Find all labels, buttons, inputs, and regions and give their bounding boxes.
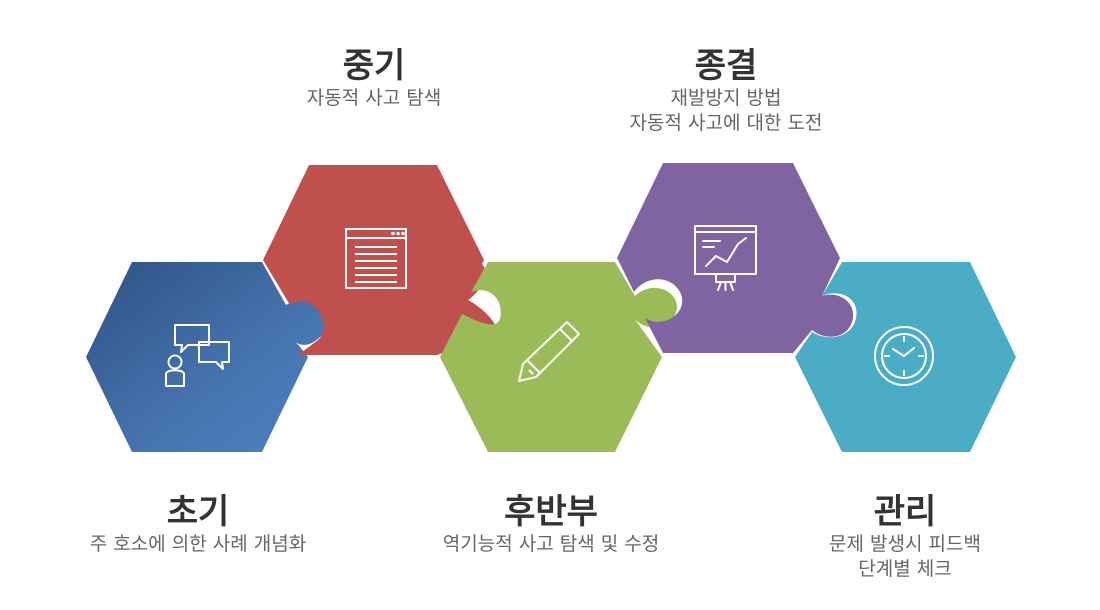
stage-desc: 역기능적 사고 탐색 및 수정 bbox=[442, 533, 660, 555]
stage-desc: 단계별 체크 bbox=[858, 558, 952, 580]
stage-title: 관리 bbox=[873, 492, 937, 532]
stage-label-junggi: 중기 자동적 사고 탐색 bbox=[307, 46, 441, 111]
stage-desc: 주 호소에 의한 사례 개념화 bbox=[89, 533, 307, 555]
stage-hexagon-jonggyeol bbox=[617, 163, 854, 353]
stage-label-hubanbu: 후반부 역기능적 사고 탐색 및 수정 bbox=[443, 492, 659, 557]
pencil-icon bbox=[518, 321, 580, 382]
stage-desc: 자동적 사고에 대한 도전 bbox=[629, 112, 823, 134]
stage-desc: 문제 발생시 피드백 bbox=[829, 533, 981, 555]
stage-desc: 재발방지 방법 bbox=[670, 87, 782, 109]
stage-label-gwalli: 관리 문제 발생시 피드백 단계별 체크 bbox=[829, 492, 981, 582]
stage-title: 종결 bbox=[694, 46, 758, 86]
chat-people-icon bbox=[165, 324, 230, 387]
stage-title: 중기 bbox=[342, 46, 406, 86]
stage-hexagon-hubanbu bbox=[440, 262, 677, 452]
presentation-chart-icon bbox=[694, 225, 757, 291]
stage-desc: 자동적 사고 탐색 bbox=[306, 87, 442, 109]
document-icon bbox=[345, 228, 407, 289]
clock-icon bbox=[874, 326, 934, 386]
stage-hexagon-gwalli bbox=[795, 262, 1016, 452]
stage-label-chogi: 초기 주 호소에 의한 사례 개념화 bbox=[90, 492, 306, 557]
stage-title: 초기 bbox=[166, 492, 230, 532]
stage-hexagon-chogi bbox=[86, 262, 327, 452]
stage-title: 후반부 bbox=[504, 492, 598, 532]
stage-label-jonggyeol: 종결 재발방지 방법 자동적 사고에 대한 도전 bbox=[630, 46, 823, 136]
